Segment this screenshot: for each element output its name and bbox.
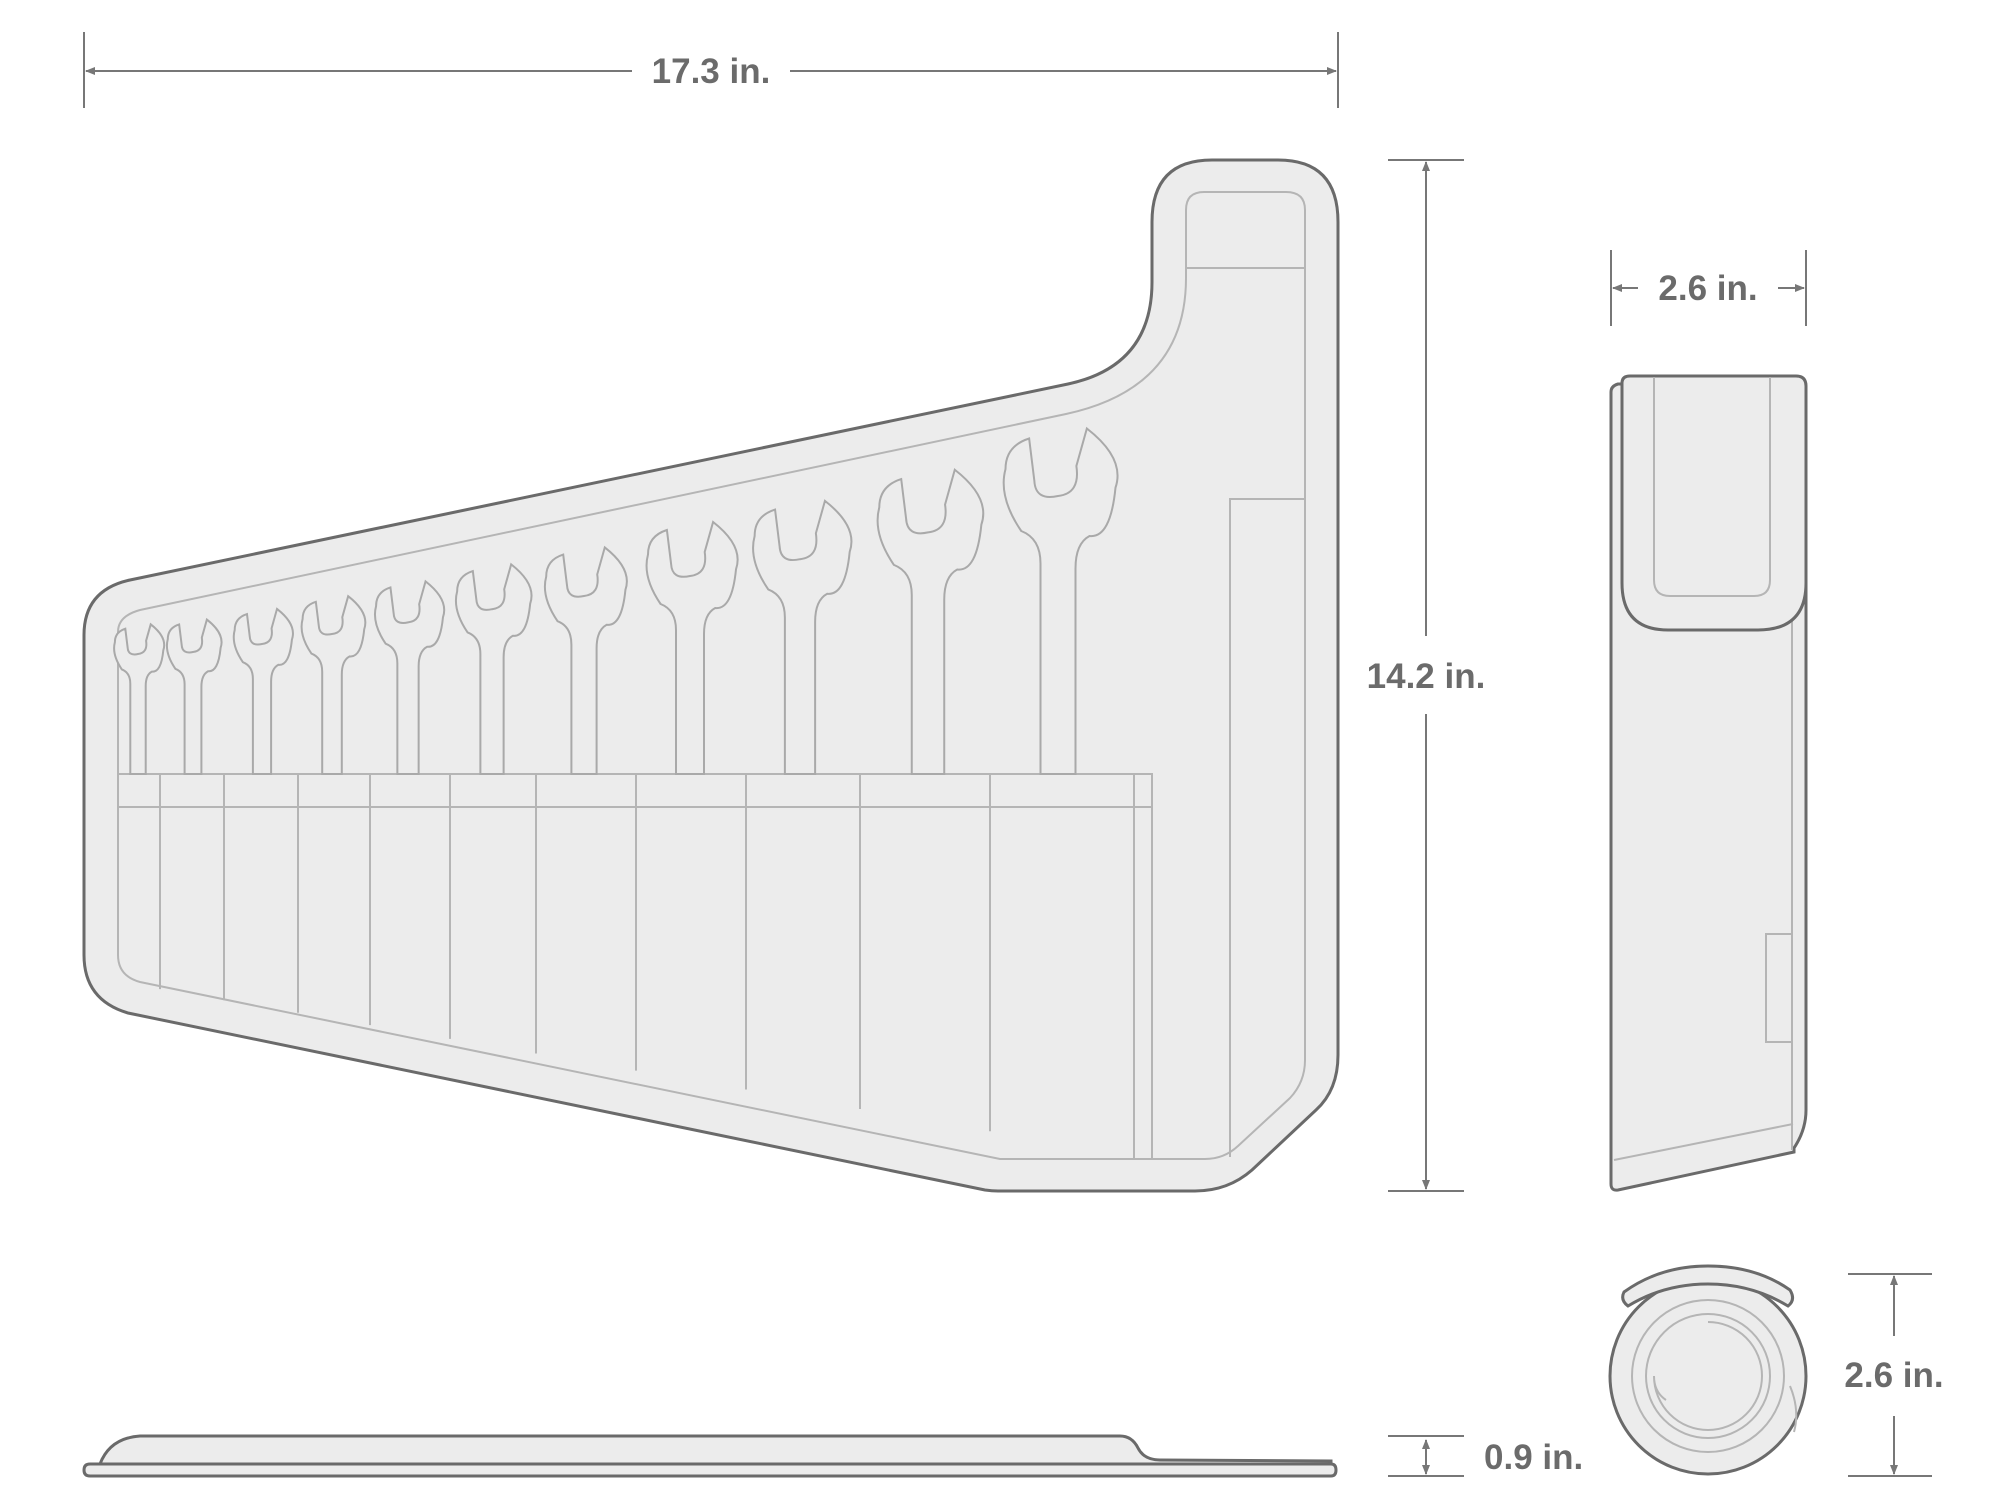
combination-wrench: [165, 617, 223, 775]
combination-wrench: [232, 607, 294, 775]
width-label: 17.3 in.: [652, 52, 771, 91]
wrench-roll-folded-side-view: 2.6 in.: [1609, 250, 1808, 1192]
roll-diameter-label: 2.6 in.: [1844, 1356, 1943, 1395]
roll-spiral-3: [1653, 1321, 1763, 1431]
folded-bottom-line: [1613, 1123, 1794, 1161]
combination-wrench: [876, 468, 985, 775]
folded-buckle: [1765, 933, 1793, 1043]
roll-end-edge: [1789, 1385, 1798, 1433]
wrench-set: [113, 426, 1119, 775]
profile-bulge: [97, 1434, 1333, 1466]
combination-wrench: [1002, 426, 1119, 775]
combination-wrench: [543, 545, 628, 775]
roll-inner-stitch: [117, 191, 1306, 1160]
combination-wrench: [454, 562, 533, 775]
wrench-roll-profile-view: [82, 1434, 1338, 1478]
thickness-label: 0.9 in.: [1484, 1438, 1583, 1477]
combination-wrench: [300, 594, 367, 775]
roll-outer-flap: [1621, 1264, 1795, 1308]
folded-flap-stitch: [1653, 377, 1771, 597]
pocket-top-edge: [118, 773, 1153, 1159]
combination-wrench: [752, 499, 853, 775]
pocket-dividers: [159, 774, 991, 1132]
height-dimension: 14.2 in.: [1367, 159, 1486, 1192]
roll-spiral-1: [1631, 1299, 1785, 1453]
wrench-roll-rolled-view: [1608, 1264, 1808, 1476]
roll-outer-circle: [1608, 1276, 1808, 1476]
combination-wrench: [373, 579, 446, 775]
profile-outline: [82, 1462, 1338, 1478]
combination-wrench: [645, 520, 739, 775]
thickness-dimension: 0.9 in.: [1388, 1435, 1583, 1477]
height-label: 14.2 in.: [1367, 657, 1486, 696]
roll-diameter-dimension: 2.6 in.: [1844, 1273, 1944, 1477]
roll-outline: [82, 158, 1340, 1193]
roll-spiral-1b: [1631, 1299, 1709, 1377]
folded-flap: [1620, 374, 1808, 632]
roll-spiral-2: [1645, 1313, 1771, 1439]
width-dimension: 17.3 in.: [83, 32, 1339, 108]
wrench-roll-open-view: [82, 158, 1340, 1193]
side-pocket-line: [1229, 498, 1305, 1157]
combination-wrench: [113, 622, 166, 775]
side-width-label: 2.6 in.: [1658, 269, 1757, 308]
